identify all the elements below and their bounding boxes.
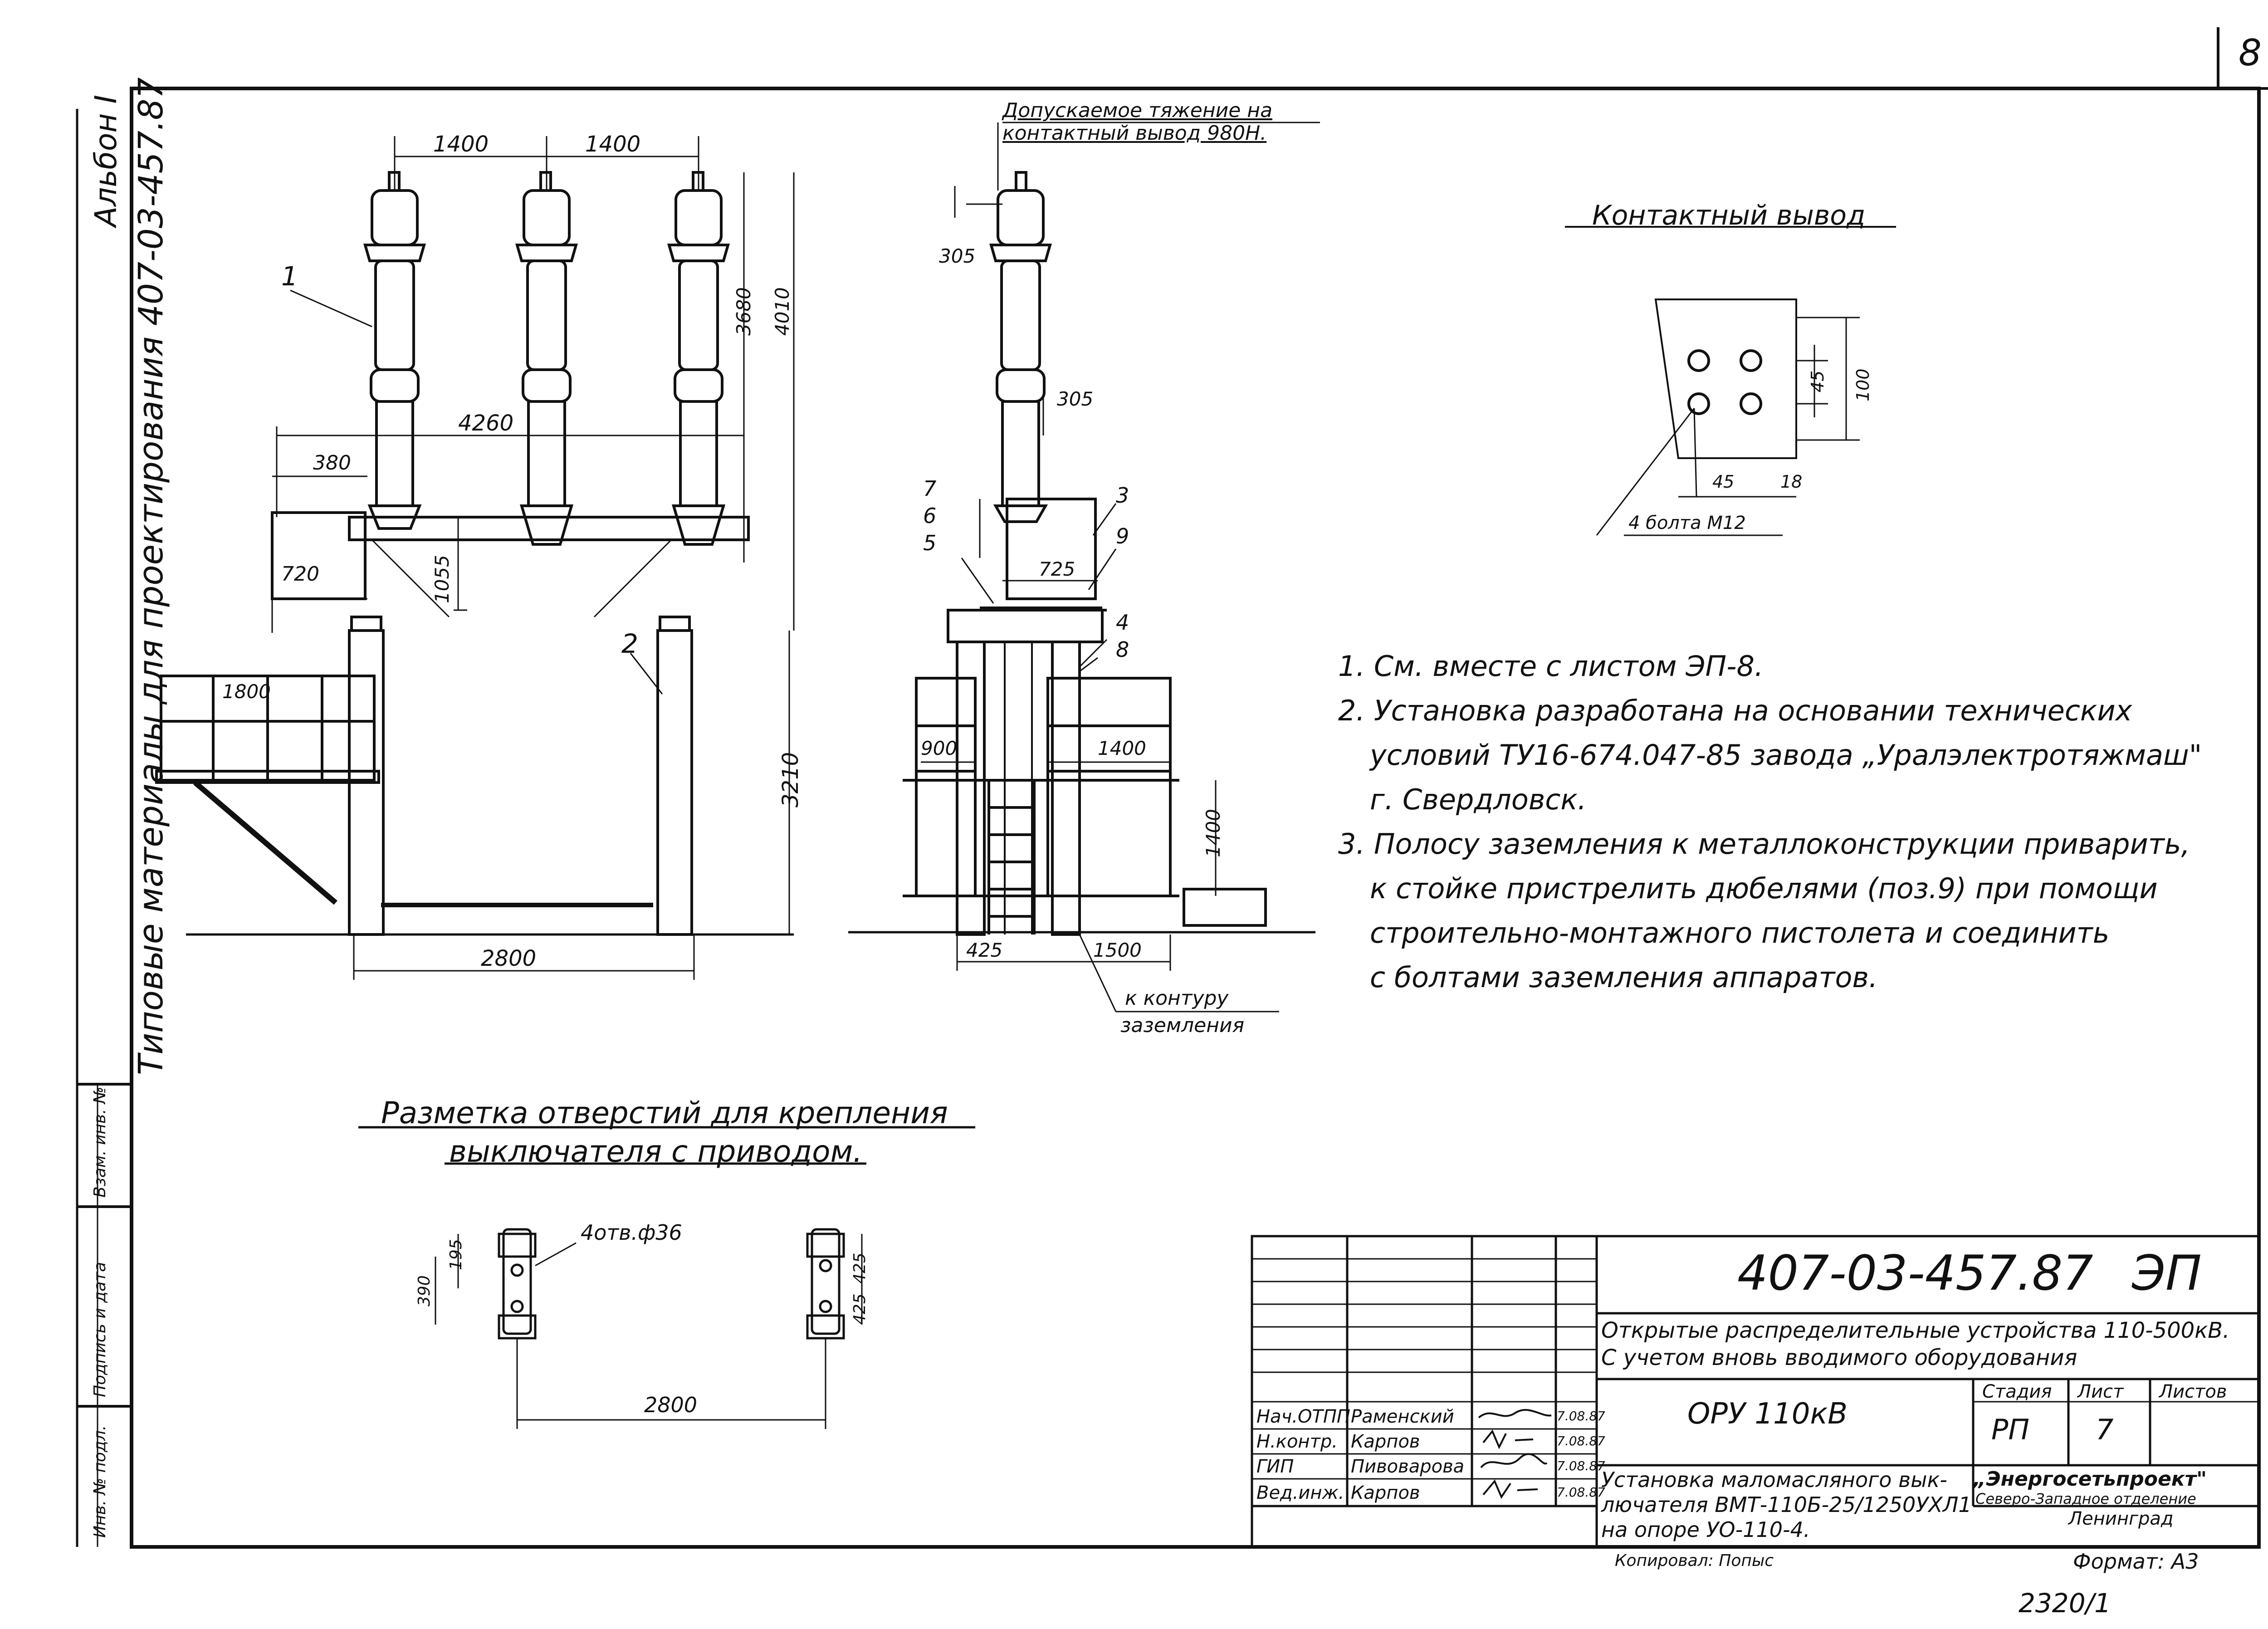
position-label: 3 bbox=[1116, 483, 1129, 508]
dim-label: 1400 bbox=[1098, 737, 1146, 759]
position-label: 4 bbox=[1116, 610, 1129, 635]
dim-label: 1800 bbox=[222, 680, 271, 703]
org-line2: Северо-Западное отделение bbox=[1975, 1490, 2196, 1507]
dim-label: 45 bbox=[1712, 472, 1735, 492]
project-line2: С учетом вновь вводимого оборудования bbox=[1601, 1345, 2077, 1370]
person-date: 7.08.87 bbox=[1557, 1409, 1605, 1424]
sheet-header: Лист bbox=[2077, 1381, 2124, 1402]
person-date: 7.08.87 bbox=[1557, 1485, 1605, 1500]
tension-note-line2: контактный вывод 980Н. bbox=[1002, 122, 1267, 145]
dim-label: 18 bbox=[1780, 472, 1803, 492]
note-item: к стойке пристрелить дюбелями (поз.9) пр… bbox=[1370, 872, 2158, 905]
dim-label: 425 bbox=[850, 1293, 869, 1325]
dim-label: 3680 bbox=[733, 287, 755, 336]
object-name: ОРУ 110кВ bbox=[1687, 1397, 1848, 1431]
series-vertical-label: Типовые материалы для проектирования 407… bbox=[132, 77, 171, 1075]
note-item: 2. Установка разработана на основании те… bbox=[1338, 694, 2132, 727]
position-label: 1 bbox=[281, 261, 298, 292]
dim-label: 425 bbox=[850, 1252, 869, 1284]
dim-label: 380 bbox=[313, 451, 351, 475]
format-label: Формат: А3 bbox=[2073, 1549, 2199, 1574]
notes-list: 1. См. вместе с листом ЭП-8. 2. Установк… bbox=[1338, 644, 2245, 1000]
desc-line1: Установка маломасляного вык- bbox=[1601, 1468, 1947, 1492]
note-item: 1. См. вместе с листом ЭП-8. bbox=[1338, 650, 1764, 683]
dim-label: 3210 bbox=[778, 752, 803, 807]
dim-label: 2800 bbox=[644, 1393, 698, 1417]
desc-line2: лючателя ВМТ-110Б-25/1250УХЛ1 bbox=[1601, 1492, 1972, 1517]
signatures bbox=[1478, 1409, 1552, 1499]
side-stamp-inv: Инв. № подл. bbox=[91, 1425, 109, 1538]
dim-label: 425 bbox=[966, 939, 1003, 961]
dim-label: 1400 bbox=[1202, 809, 1224, 857]
contact-detail-title: Контактный вывод bbox=[1592, 200, 1866, 231]
position-label: 6 bbox=[923, 504, 937, 528]
note-item: с болтами заземления аппаратов. bbox=[1370, 961, 1878, 994]
holes-title-line2: выключателя с приводом. bbox=[449, 1134, 863, 1169]
position-label: 9 bbox=[1116, 524, 1129, 548]
dim-label: 1400 bbox=[585, 132, 641, 157]
document-code: 407-03-457.87 bbox=[1737, 1245, 2093, 1301]
ground-note-line1: к контуру bbox=[1125, 987, 1229, 1010]
dim-label: 390 bbox=[415, 1275, 434, 1306]
ground-note-line2: заземления bbox=[1120, 1014, 1245, 1037]
archive-number: 2320/1 bbox=[2019, 1588, 2112, 1619]
side-stamp-replace: Взам. инв. № bbox=[91, 1086, 109, 1198]
sheets-header: Листов bbox=[2159, 1381, 2227, 1402]
person-role: Нач.ОТПП bbox=[1256, 1406, 1351, 1427]
holes-count-label: 4отв.ф36 bbox=[581, 1220, 682, 1245]
dim-label: 2800 bbox=[481, 946, 537, 971]
person-role: Н.контр. bbox=[1256, 1431, 1338, 1452]
desc-line3: на опоре УО-110-4. bbox=[1601, 1517, 1810, 1542]
copied-by: Копировал: Попыс bbox=[1615, 1551, 1774, 1570]
position-label: 7 bbox=[923, 476, 937, 501]
dim-label: 1500 bbox=[1093, 939, 1142, 961]
project-line1: Открытые распределительные устройства 11… bbox=[1601, 1318, 2230, 1343]
person-name: Пивоварова bbox=[1351, 1456, 1465, 1477]
position-label: 8 bbox=[1116, 637, 1129, 662]
dim-label: 725 bbox=[1039, 558, 1075, 580]
dim-label: 45 bbox=[1808, 370, 1828, 392]
stage-header: Стадия bbox=[1982, 1381, 2052, 1402]
dim-label: 1400 bbox=[433, 132, 489, 157]
tension-note-line1: Допускаемое тяжение на bbox=[1002, 99, 1273, 122]
holes-title-line1: Разметка отверстий для крепления bbox=[381, 1096, 948, 1130]
stage-value: РП bbox=[1991, 1413, 2030, 1446]
dim-label: 720 bbox=[281, 563, 319, 586]
album-label: Альбон I bbox=[88, 95, 123, 227]
position-label: 2 bbox=[621, 628, 638, 659]
document-mark: ЭП bbox=[2132, 1245, 2202, 1301]
page-number: 8 bbox=[2239, 32, 2262, 74]
dim-label: 900 bbox=[921, 737, 958, 759]
person-role: ГИП bbox=[1256, 1456, 1294, 1477]
person-name: Карпов bbox=[1351, 1431, 1420, 1452]
note-item: строительно-монтажного пистолета и соеди… bbox=[1370, 916, 2110, 949]
dim-label: 4010 bbox=[771, 287, 793, 336]
side-stamp-sign: Подпись и дата bbox=[91, 1262, 109, 1397]
note-item: 3. Полосу заземления к металлоконструкци… bbox=[1338, 827, 2190, 861]
org-line1: „Энергосетьпроект" bbox=[1973, 1468, 2207, 1491]
note-item: г. Свердловск. bbox=[1370, 783, 1587, 816]
dim-label: 4260 bbox=[458, 411, 514, 436]
dim-label: 100 bbox=[1853, 368, 1873, 401]
person-name: Карпов bbox=[1351, 1482, 1420, 1503]
dim-label: 1055 bbox=[431, 555, 453, 603]
dim-label: 305 bbox=[939, 245, 976, 267]
person-date: 7.08.87 bbox=[1557, 1433, 1605, 1448]
person-role: Вед.инж. bbox=[1256, 1482, 1344, 1503]
bolts-label: 4 болта М12 bbox=[1628, 513, 1746, 533]
note-item: условий ТУ16-674.047-85 завода „Уралэлек… bbox=[1370, 739, 2202, 772]
position-label: 5 bbox=[923, 531, 937, 555]
org-line3: Ленинград bbox=[2068, 1508, 2174, 1529]
person-name: Раменский bbox=[1351, 1406, 1454, 1427]
dim-label: 195 bbox=[447, 1239, 465, 1270]
dim-label: 305 bbox=[1057, 388, 1094, 410]
person-date: 7.08.87 bbox=[1557, 1458, 1605, 1473]
sheet-value: 7 bbox=[2096, 1413, 2114, 1446]
